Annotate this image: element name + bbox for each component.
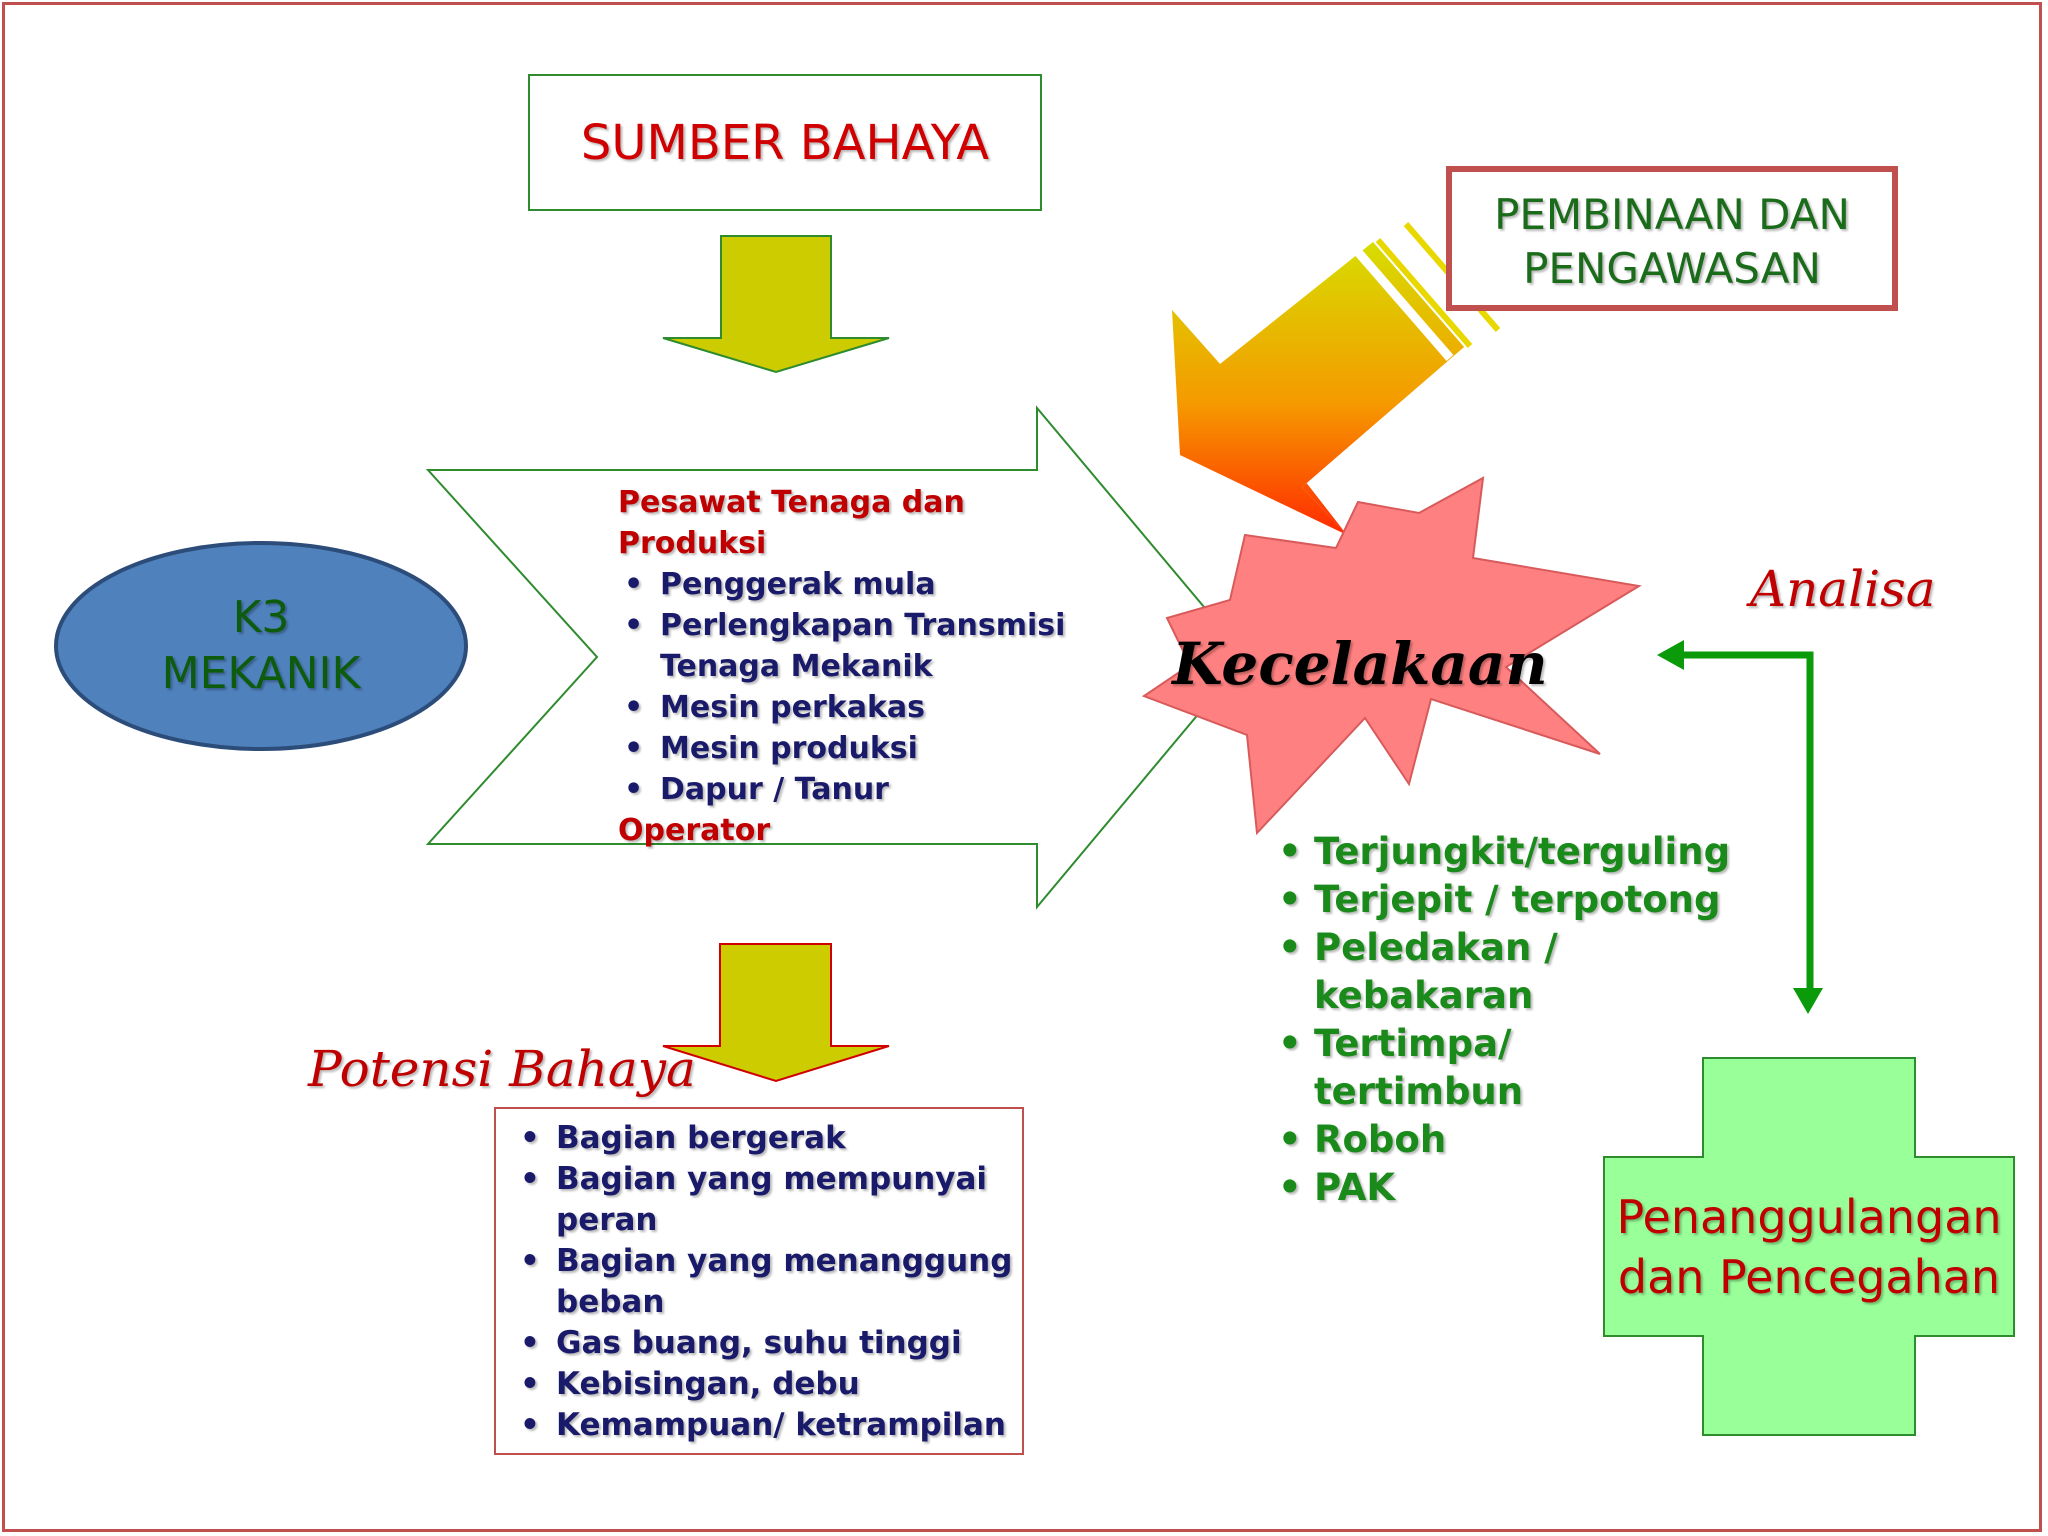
potensi-item: •Bagian bergerak	[514, 1118, 1014, 1159]
pesawat-item: •Penggerak mula	[618, 564, 1078, 605]
akibat-item: •PAK	[1272, 1164, 1732, 1212]
bullet: •	[520, 1120, 540, 1156]
pembinaan-line2: PENGAWASAN	[1523, 244, 1821, 293]
k3-mekanik-ellipse	[54, 541, 468, 751]
pesawat-item: •Mesin perkakas	[618, 687, 1078, 728]
pesawat-item: •Dapur / Tanur	[618, 769, 1078, 810]
bullet: •	[1278, 1166, 1302, 1209]
bullet: •	[624, 772, 644, 807]
akibat-item: •Tertimpa/ tertimbun	[1278, 1022, 1524, 1113]
kecelakaan-label: Kecelakaan	[1172, 630, 1548, 698]
potensi-item: •Kebisingan, debu	[514, 1364, 1014, 1405]
main-right-arrow	[425, 405, 1248, 910]
bullet: •	[1278, 1118, 1302, 1161]
sumber-bahaya-box	[528, 74, 1042, 211]
pembinaan-label: PEMBINAAN DAN PENGAWASAN	[1449, 188, 1895, 296]
bullet: •	[1278, 926, 1302, 969]
bullet: •	[520, 1161, 540, 1197]
bullet: •	[1278, 1022, 1302, 1065]
potensi-bahaya-box	[494, 1107, 1024, 1455]
potensi-item: •Gas buang, suhu tinggi	[514, 1323, 1014, 1364]
bullet: •	[520, 1325, 540, 1361]
akibat-item: •Terjepit / terpotong	[1272, 876, 1732, 924]
analisa-label: Analisa	[1750, 560, 1936, 618]
bullet: •	[520, 1366, 540, 1402]
bullet: •	[520, 1243, 540, 1279]
akibat-item: •Terjungkit/terguling	[1272, 828, 1732, 876]
akibat-item: •Peledakan /kebakaran	[1278, 926, 1558, 1017]
k3-line1: K3	[232, 592, 290, 643]
pesawat-footer: Operator	[618, 813, 771, 848]
pesawat-heading: Pesawat Tenaga dan Produksi	[618, 485, 965, 561]
pembinaan-arrow	[1172, 222, 1501, 535]
pembinaan-box	[1446, 166, 1898, 311]
pesawat-list-block: Pesawat Tenaga dan Produksi •Penggerak m…	[618, 482, 1078, 851]
potensi-bahaya-title: Potensi Bahaya	[308, 1040, 696, 1098]
pembinaan-line1: PEMBINAAN DAN	[1494, 190, 1850, 239]
analisa-connector	[1657, 640, 1823, 1014]
akibat-items: •Terjungkit/terguling •Terjepit / terpot…	[1272, 828, 1732, 1212]
down-arrow-top	[662, 235, 890, 374]
akibat-list-block: •Terjungkit/terguling •Terjepit / terpot…	[1272, 828, 1732, 1212]
bullet: •	[624, 608, 644, 643]
bullet: •	[1278, 830, 1302, 873]
bullet: •	[624, 690, 644, 725]
penanggulangan-cross	[1603, 1057, 2015, 1436]
potensi-item: •Kemampuan/ ketrampilan	[514, 1405, 1014, 1446]
sumber-bahaya-label: SUMBER BAHAYA	[580, 115, 990, 171]
bullet: •	[624, 567, 644, 602]
down-arrow-bottom	[662, 943, 890, 1083]
penanggulangan-line1: Penanggulangan	[1616, 1190, 2002, 1244]
k3-line2: MEKANIK	[161, 648, 361, 699]
penanggulangan-line2: dan Pencegahan	[1617, 1250, 2001, 1304]
bullet: •	[1278, 878, 1302, 921]
akibat-item: •Roboh	[1272, 1116, 1732, 1164]
bullet: •	[520, 1407, 540, 1443]
bullet: •	[624, 731, 644, 766]
k3-mekanik-label: K3 MEKANIK	[56, 590, 466, 702]
pesawat-item: •Mesin produksi	[618, 728, 1078, 769]
kecelakaan-burst	[1141, 476, 1642, 836]
penanggulangan-label: Penanggulangan dan Pencegahan	[1604, 1187, 2014, 1307]
